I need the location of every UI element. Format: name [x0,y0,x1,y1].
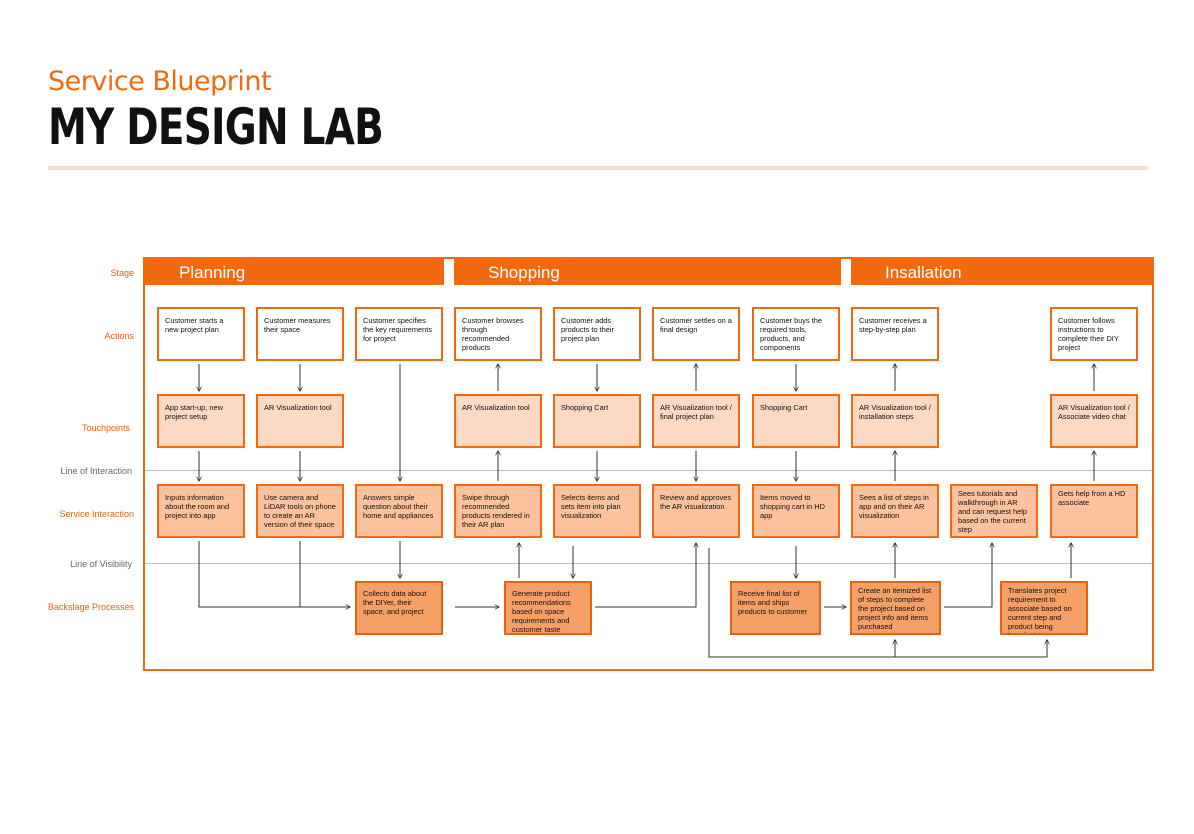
service-items-to-cart: Items moved to shopping cart in HD app [752,484,840,538]
connector-up [944,543,992,608]
service-approve-visualization: Review and approves the AR visualization [652,484,740,538]
service-answer-questions: Answers simple question about their home… [355,484,443,538]
backstage-generate-recommendations: Generate product recommendations based o… [504,581,592,635]
service-associate-help: Gets help from a HD associate [1050,484,1138,538]
backstage-collect-data: Collects data about the DIYer, their spa… [355,581,443,635]
action-measure-space: Customer measures their space [256,307,344,361]
connector-merge [198,541,350,607]
action-specify-requirements: Customer specifies the key requirements … [355,307,443,361]
service-see-steps: Sees a list of steps in app and on their… [851,484,939,538]
stage-installation: Insallation [851,259,1152,285]
service-input-info: Inputs information about the room and pr… [157,484,245,538]
touchpoint-ar-tool: AR Visualization tool [454,394,542,448]
row-label-line-of-visibility: Line of Visibility [70,559,132,569]
line-of-visibility [145,563,1152,564]
service-swipe-products: Swipe through recommended products rende… [454,484,542,538]
backstage-translate-requirements: Translates project requirement to associ… [1000,581,1088,635]
action-start-project: Customer starts a new project plan [157,307,245,361]
touchpoint-ar-video-chat: AR Visualization tool / Associate video … [1050,394,1138,448]
row-label-line-of-interaction: Line of Interaction [60,466,132,476]
header-divider [48,166,1148,170]
stage-shopping: Shopping [454,259,841,285]
backstage-itemized-steps: Create an itemized list of steps to comp… [850,581,941,635]
service-lidar-scan: Use camera and LiDAR tools on phone to c… [256,484,344,538]
service-tutorials: Sees tutorials and walkthrough in AR and… [950,484,1038,538]
connector-loop [708,548,1047,658]
row-label-service-interaction: Service Interaction [59,509,134,519]
action-add-products: Customer adds products to their project … [553,307,641,361]
touchpoint-shopping-cart: Shopping Cart [553,394,641,448]
backstage-ship-products: Receive final list of items and ships pr… [730,581,821,635]
touchpoint-ar-installation-steps: AR Visualization tool / installation ste… [851,394,939,448]
action-receive-plan: Customer receives a step-by-step plan [851,307,939,361]
row-label-stage: Stage [110,268,134,278]
line-of-interaction [145,470,1152,471]
blueprint-frame [143,257,1154,671]
action-final-design: Customer settles on a final design [652,307,740,361]
action-buy-items: Customer buys the required tools, produc… [752,307,840,361]
action-follow-instructions: Customer follows instructions to complet… [1050,307,1138,361]
row-label-actions: Actions [104,331,134,341]
touchpoint-ar-tool: AR Visualization tool [256,394,344,448]
connector-up [595,543,696,608]
stage-planning: Planning [145,259,444,285]
row-label-backstage-processes: Backslage Processes [47,602,134,612]
touchpoint-ar-final-plan: AR Visualization tool / final project pl… [652,394,740,448]
row-label-touchpoints: Touchpoints [81,423,130,433]
service-select-items: Selects items and sets item into plan vi… [553,484,641,538]
touchpoint-shopping-cart: Shopping Cart [752,394,840,448]
touchpoint-app-setup: App start-up, new project setup [157,394,245,448]
blueprint-subtitle: Service Blueprint [48,66,272,97]
page-title: MY DESIGN LAB [48,98,384,156]
action-browse-products: Customer browses through recommended pro… [454,307,542,361]
